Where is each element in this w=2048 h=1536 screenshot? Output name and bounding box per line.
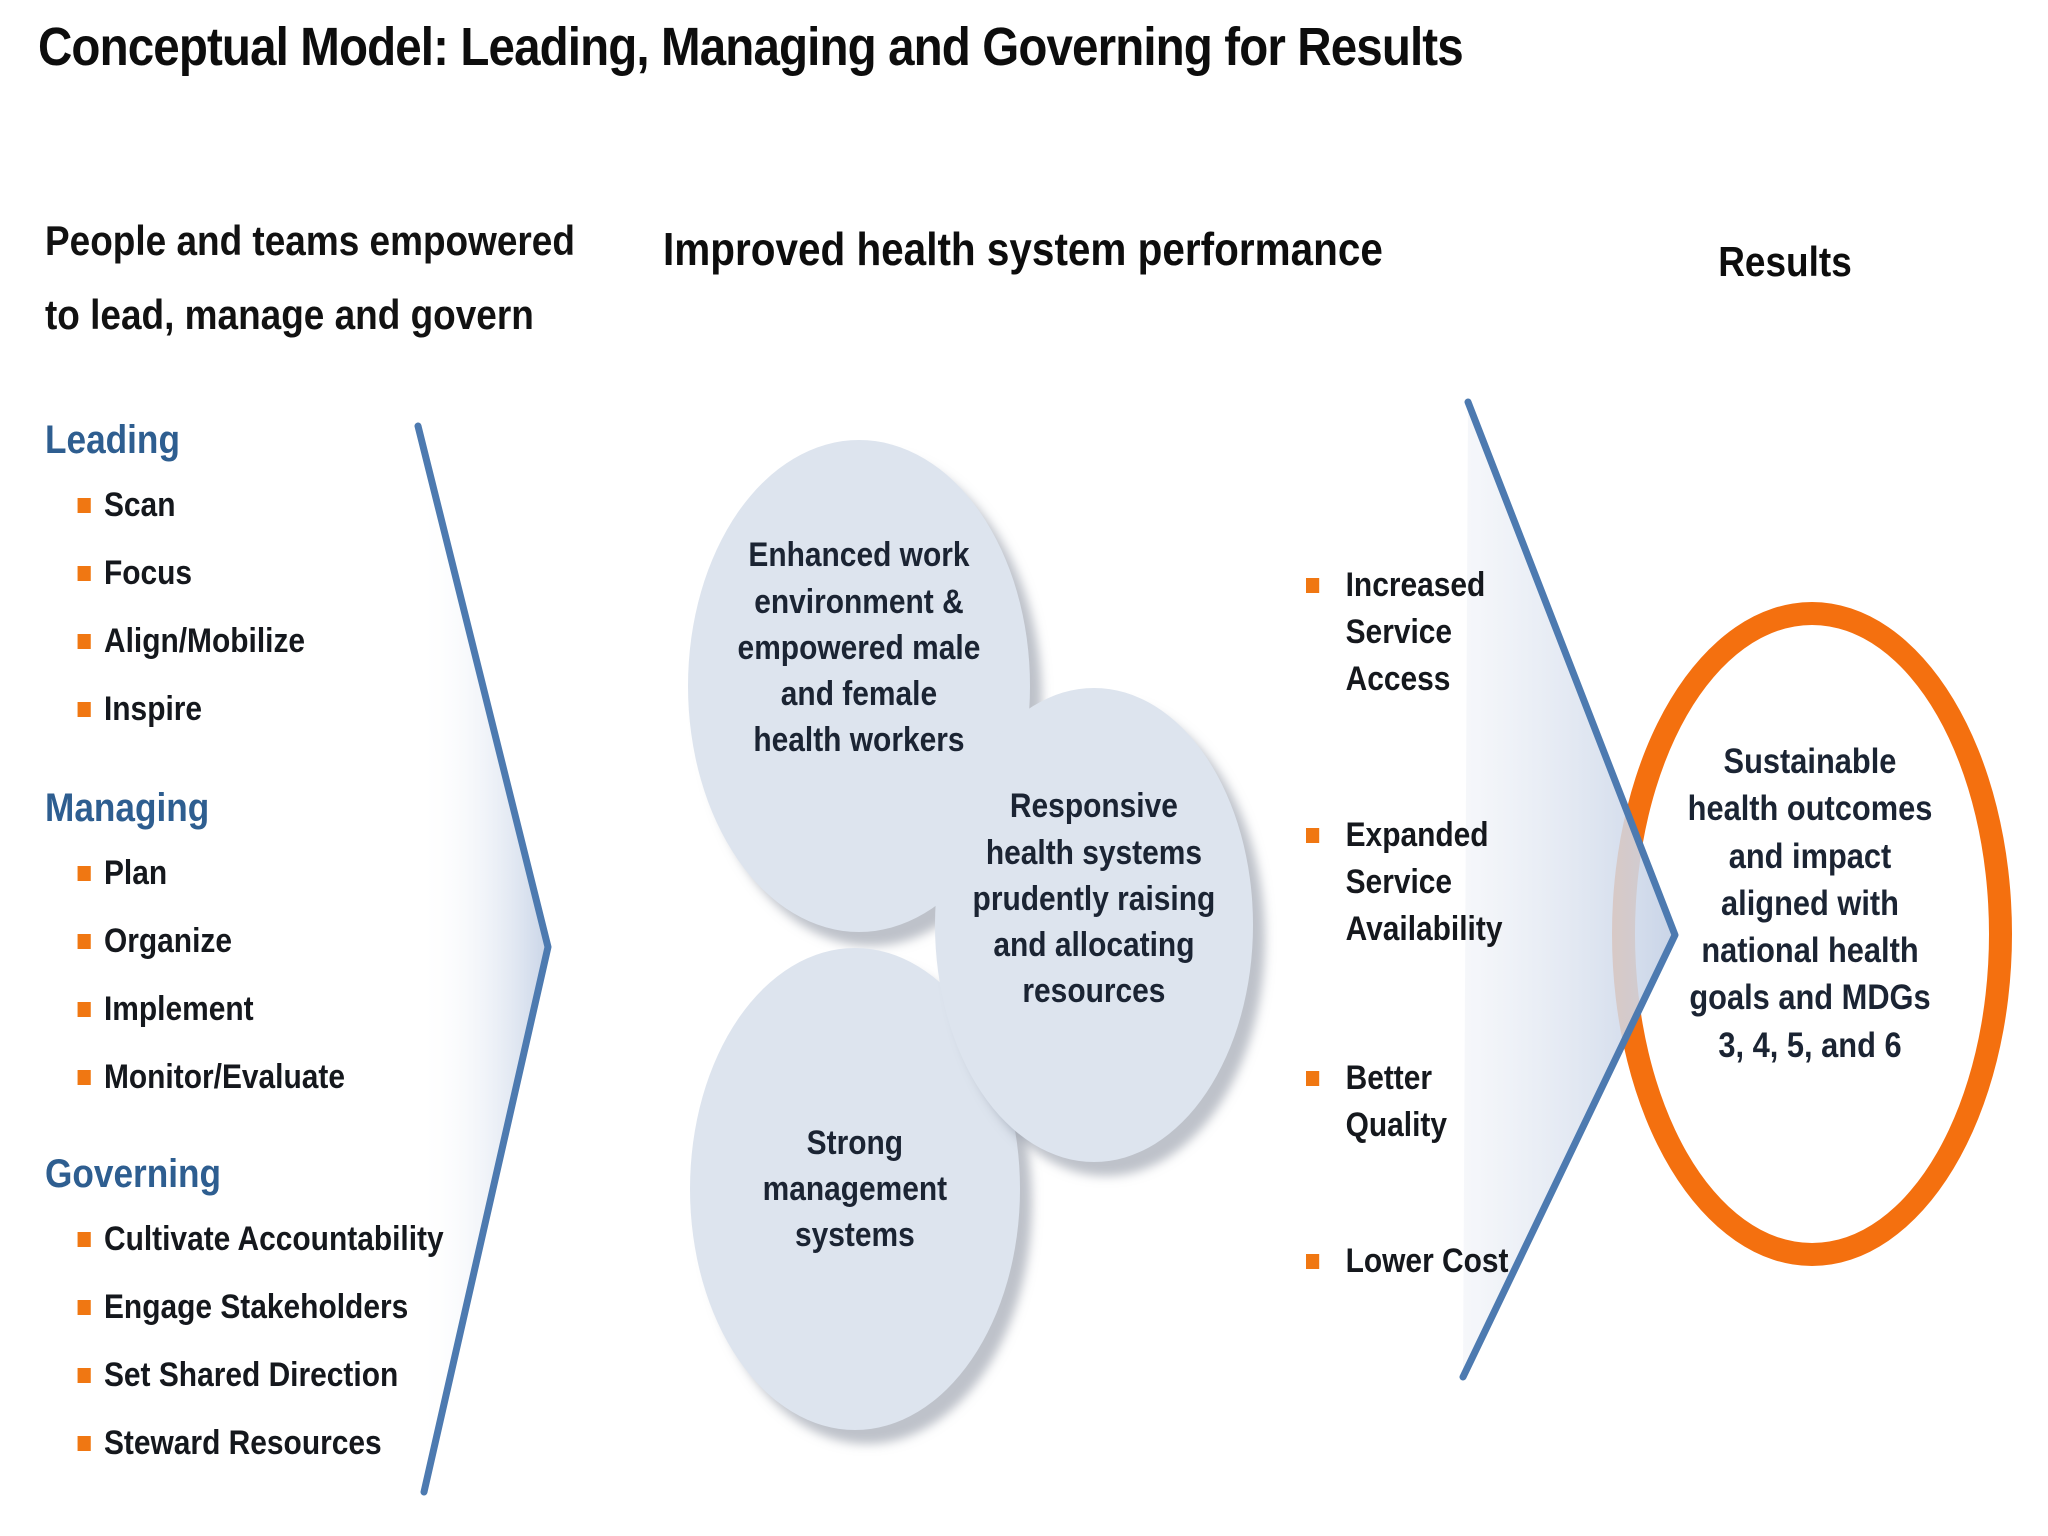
list-item: Cultivate Accountability (45, 1205, 503, 1273)
section-leading: Leading Scan Focus Align/Mobilize Inspir… (45, 418, 503, 743)
list-item: Set Shared Direction (45, 1341, 503, 1409)
outcome-label: Expanded Service Availability (1345, 816, 1503, 948)
list-item-label: Monitor/Evaluate (103, 1057, 346, 1096)
list-item-label: Cultivate Accountability (103, 1219, 444, 1258)
list-item: Organize (45, 907, 503, 975)
section-managing-heading: Managing (45, 786, 210, 830)
ellipse-text: Strong management systems (762, 1123, 948, 1255)
ellipse-text: Enhanced work environment & empowered ma… (737, 536, 981, 760)
bullet-square-icon (1306, 578, 1320, 593)
list-item-label: Plan (103, 853, 168, 892)
list-item: Align/Mobilize (45, 607, 503, 675)
left-column-heading: People and teams empowered to lead, mana… (45, 217, 575, 338)
outcome-item: Better Quality (1306, 1055, 1447, 1149)
outcome-label: Better Quality (1345, 1059, 1448, 1144)
bullet-square-icon (77, 1367, 91, 1383)
bullet-square-icon (77, 633, 91, 649)
bullet-square-icon (77, 1299, 91, 1315)
list-item-label: Scan (103, 485, 176, 524)
section-leading-heading: Leading (45, 418, 180, 462)
list-item-label: Implement (103, 989, 254, 1028)
outcome-label: Increased Service Access (1345, 566, 1486, 698)
bullet-square-icon (77, 865, 91, 881)
outcome-label: Lower Cost (1345, 1242, 1509, 1280)
list-item-label: Align/Mobilize (103, 621, 306, 660)
list-item: Steward Resources (45, 1409, 503, 1477)
bullet-square-icon (1306, 1071, 1320, 1086)
list-item-label: Inspire (103, 689, 203, 728)
bullet-square-icon (77, 565, 91, 581)
section-governing-heading: Governing (45, 1152, 222, 1196)
ellipse-text: Responsive health systems prudently rais… (972, 787, 1216, 1011)
results-heading: Results (1718, 238, 1852, 285)
results-circle-text: Sustainable health outcomes and impact a… (1687, 742, 1933, 1065)
bullet-square-icon (1306, 828, 1320, 843)
list-item: Plan (45, 839, 503, 907)
list-item-label: Engage Stakeholders (103, 1287, 409, 1326)
bullet-square-icon (77, 497, 91, 513)
page-title: Conceptual Model: Leading, Managing and … (38, 17, 1464, 77)
outcome-item: Expanded Service Availability (1306, 812, 1502, 953)
list-item-label: Set Shared Direction (103, 1355, 399, 1394)
middle-column-heading: Improved health system performance (663, 223, 1383, 275)
list-item: Monitor/Evaluate (45, 1043, 503, 1111)
list-item-label: Focus (103, 553, 193, 592)
bullet-square-icon (77, 701, 91, 717)
ellipse-responsive-health-systems: Responsive health systems prudently rais… (935, 688, 1253, 1162)
bullet-square-icon (77, 1231, 91, 1247)
list-item-label: Steward Resources (103, 1423, 382, 1462)
section-managing: Managing Plan Organize Implement Monitor… (45, 786, 503, 1111)
bullet-square-icon (1306, 1254, 1320, 1269)
list-item: Engage Stakeholders (45, 1273, 503, 1341)
list-item: Focus (45, 539, 503, 607)
list-item: Implement (45, 975, 503, 1043)
outcome-item: Lower Cost (1306, 1238, 1509, 1285)
list-item: Scan (45, 471, 503, 539)
bullet-square-icon (77, 1435, 91, 1451)
section-governing: Governing Cultivate Accountability Engag… (45, 1152, 503, 1477)
bullet-square-icon (77, 933, 91, 949)
bullet-square-icon (77, 1001, 91, 1017)
list-item-label: Organize (103, 921, 232, 960)
list-item: Inspire (45, 675, 503, 743)
outcome-item: Increased Service Access (1306, 562, 1485, 703)
bullet-square-icon (77, 1069, 91, 1085)
